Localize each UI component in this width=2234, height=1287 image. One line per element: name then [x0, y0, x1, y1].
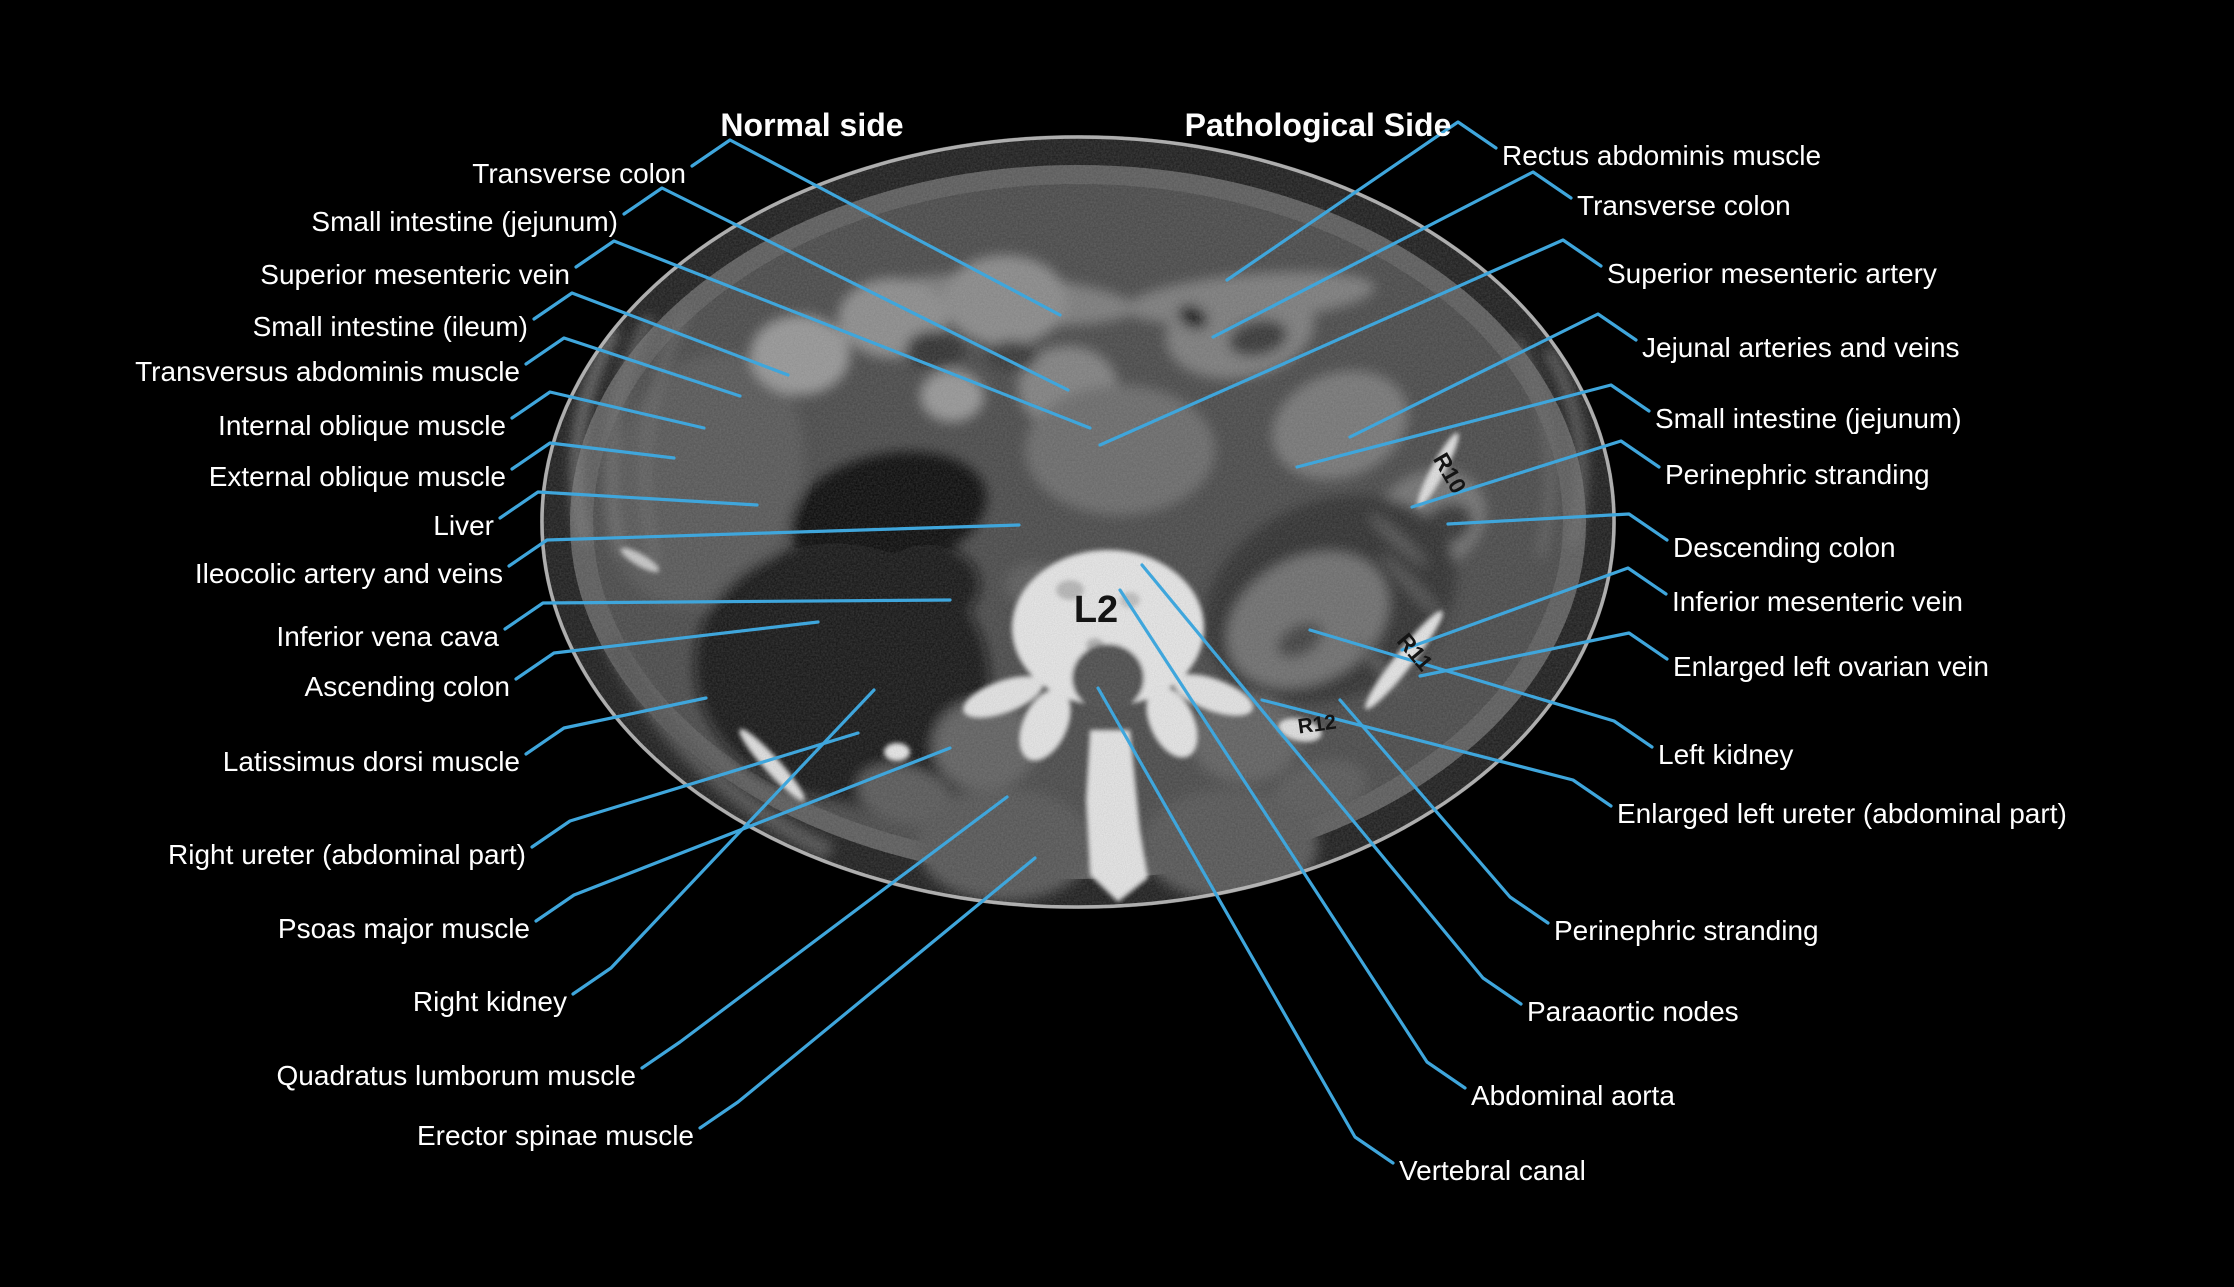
leader-line [1260, 698, 1613, 808]
leader-line [1418, 631, 1669, 678]
label-external-oblique-muscle: External oblique muscle [208, 461, 506, 492]
leader-line [690, 138, 1062, 317]
leader-line [1098, 238, 1603, 447]
leader-line [1410, 439, 1661, 509]
leader-line [1096, 686, 1395, 1165]
ct-anatomy [540, 135, 1616, 909]
label-descending-colon: Descending colon [1673, 532, 1896, 563]
label-inferior-mesenteric-vein: Inferior mesenteric vein [1672, 586, 1964, 617]
leader-line [507, 523, 1021, 568]
leader-lines [498, 120, 1669, 1165]
label-right-ureter-abdominal-part: Right ureter (abdominal part) [168, 839, 526, 870]
vertebra-l2-marker: L2 [1074, 589, 1118, 631]
label-superior-mesenteric-artery: Superior mesenteric artery [1607, 258, 1937, 289]
leader-line [1225, 120, 1498, 282]
label-transverse-colon-pathological: Transverse colon [1577, 190, 1791, 221]
label-transverse-colon-normal: Transverse colon [472, 158, 686, 189]
label-superior-mesenteric-vein: Superior mesenteric vein [260, 259, 570, 290]
label-jejunal-arteries-and-veins: Jejunal arteries and veins [1642, 332, 1960, 363]
label-quadratus-lumborum-muscle: Quadratus lumborum muscle [276, 1060, 636, 1091]
label-inferior-vena-cava: Inferior vena cava [276, 621, 499, 652]
label-perinephric-stranding-1: Perinephric stranding [1665, 459, 1930, 490]
header-pathological-side: Pathological Side [1184, 107, 1452, 143]
label-small-intestine-jejunum-normal: Small intestine (jejunum) [311, 206, 618, 237]
label-right-kidney: Right kidney [412, 986, 567, 1017]
rib-r12-marker: R12 [1296, 710, 1337, 738]
leader-line [514, 620, 820, 681]
leader-line [503, 598, 952, 631]
header-normal-side: Normal side [720, 107, 904, 143]
leader-line [1118, 588, 1467, 1090]
label-ascending-colon: Ascending colon [304, 671, 510, 702]
leader-line [622, 186, 1070, 392]
leader-line [530, 731, 860, 849]
leader-line [534, 746, 952, 923]
leader-line [574, 239, 1092, 430]
label-internal-oblique-muscle: Internal oblique muscle [218, 410, 506, 441]
label-small-intestine-jejunum-pathological: Small intestine (jejunum) [1655, 403, 1962, 434]
label-erector-spinae-muscle: Erector spinae muscle [416, 1120, 694, 1151]
leader-line [640, 795, 1009, 1070]
leader-line [1140, 563, 1523, 1006]
label-liver: Liver [433, 510, 494, 541]
label-left-kidney: Left kidney [1658, 739, 1794, 770]
leader-line [571, 688, 876, 996]
label-paraaortic-nodes: Paraaortic nodes [1527, 996, 1739, 1027]
label-enlarged-left-ovarian-vein: Enlarged left ovarian vein [1673, 651, 1989, 682]
leader-line [524, 696, 708, 756]
leader-line [524, 336, 742, 398]
label-ileocolic-artery-and-veins: Ileocolic artery and veins [194, 558, 503, 589]
label-small-intestine-ileum: Small intestine (ileum) [252, 311, 528, 342]
leader-line [532, 291, 790, 377]
label-perinephric-stranding-2: Perinephric stranding [1554, 915, 1819, 946]
leader-line [698, 856, 1037, 1130]
leader-line [1400, 566, 1668, 652]
label-rectus-abdominis-muscle: Rectus abdominis muscle [1502, 140, 1822, 171]
leader-line [1308, 628, 1654, 749]
leader-line [1446, 512, 1669, 542]
label-vertebral-canal: Vertebral canal [1399, 1155, 1586, 1186]
leader-line [510, 390, 706, 430]
leader-line [1338, 698, 1550, 925]
label-psoas-major-muscle: Psoas major muscle [277, 913, 530, 944]
label-enlarged-left-ureter-abdominal-part: Enlarged left ureter (abdominal part) [1617, 798, 2067, 829]
label-latissimus-dorsi-muscle: Latissimus dorsi muscle [222, 746, 520, 777]
leader-line [1348, 312, 1638, 439]
leader-line [1295, 383, 1651, 469]
leader-line [1211, 170, 1573, 339]
leader-line [498, 490, 759, 520]
leader-line [510, 441, 676, 471]
label-transversus-abdominis-muscle: Transversus abdominis muscle [135, 356, 520, 387]
label-abdominal-aorta: Abdominal aorta [1471, 1080, 1675, 1111]
